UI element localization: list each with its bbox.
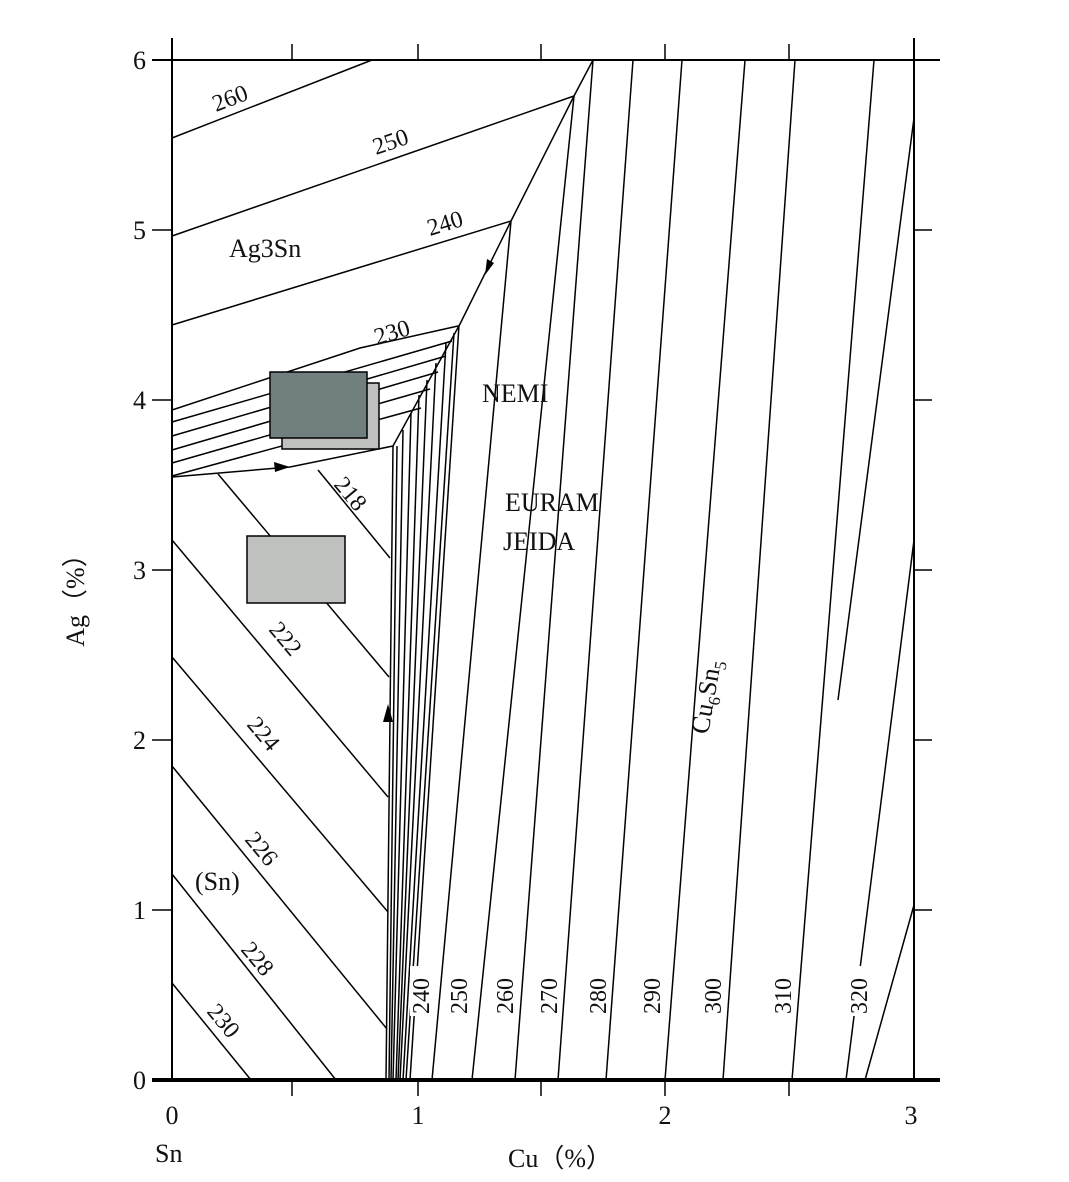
isotherm-label: 230 — [201, 999, 244, 1043]
label-halo — [448, 966, 470, 1016]
jeida-composition-box — [246, 535, 346, 604]
isotherm-cu6sn5-fan — [397, 379, 428, 1081]
sn-ag3sn-valley — [171, 445, 394, 478]
isotherm-cu6sn5-fan — [399, 362, 437, 1081]
cu6sn5-isotherm-labels: 240 250 260 270 280 290 300 310 320 — [409, 966, 873, 1016]
eutectic-valleys — [171, 59, 594, 1081]
label-halo — [587, 966, 609, 1016]
isotherm-label: 230 — [371, 315, 413, 350]
isotherm-label: 270 — [537, 978, 563, 1014]
isotherm-240-cu6sn5 — [431, 220, 512, 1081]
isotherm-cu6sn5-fan — [390, 429, 404, 1081]
y-tick-labels: 0 1 2 3 4 5 6 — [133, 46, 146, 1095]
plot-frame — [152, 38, 940, 1082]
isotherm-label: 280 — [586, 978, 612, 1014]
label-halo — [772, 966, 794, 1016]
isotherm-250-cu6sn5 — [471, 95, 575, 1081]
ag3sn-region-label: Ag3Sn — [229, 234, 301, 263]
x-tick-labels: 0 1 2 3 — [166, 1101, 918, 1130]
y-tick-label: 5 — [133, 216, 146, 245]
isotherm-label: 222 — [263, 617, 306, 661]
isotherm-cu6sn5-fan — [405, 332, 455, 1081]
isotherm-310-cu6sn5 — [791, 59, 875, 1081]
x-tick-label: 2 — [659, 1101, 672, 1130]
x-tick-label: 3 — [905, 1101, 918, 1130]
isotherm-222 — [171, 539, 389, 798]
valley-arrow-icon — [274, 462, 290, 472]
isotherm-270-cu6sn5 — [557, 59, 634, 1081]
label-halo — [641, 966, 663, 1016]
isotherm-228 — [171, 873, 337, 1081]
isotherm-280-cu6sn5 — [605, 59, 683, 1081]
y-tick-label: 1 — [133, 896, 146, 925]
y-tick-label: 4 — [133, 386, 146, 415]
y-tick-label: 0 — [133, 1066, 146, 1095]
cu6sn5-region-label: Cu6Sn5 — [685, 657, 730, 736]
label-halo — [494, 966, 516, 1016]
nemi-label: NEMI — [482, 379, 548, 408]
isotherm-label: 218 — [328, 472, 371, 516]
isotherm-label: 250 — [447, 978, 473, 1014]
isotherm-300-cu6sn5 — [722, 59, 796, 1081]
tick-marks — [152, 44, 932, 1096]
isotherm-260-cu6sn5 — [514, 59, 594, 1081]
label-halo — [538, 966, 560, 1016]
isotherm-224 — [171, 656, 389, 913]
isotherm-label: 228 — [235, 937, 278, 981]
jeida-label: JEIDA — [503, 527, 575, 556]
isotherm-cu6sn5-fan — [388, 445, 398, 1081]
sn-region-label: (Sn) — [195, 867, 240, 896]
isotherm-320-cu6sn5 — [864, 904, 915, 1081]
isotherm-340-cu6sn5 — [837, 117, 915, 701]
isotherm-label: 320 — [847, 978, 873, 1014]
nemi-composition-box — [269, 371, 368, 439]
isotherm-260-ag3sn — [171, 59, 373, 139]
valley-arrow-icon — [485, 259, 494, 275]
origin-label: Sn — [155, 1139, 182, 1168]
isotherm-label: 300 — [701, 978, 727, 1014]
isotherm-cu6sn5-fan — [409, 324, 460, 1081]
isotherm-label: 240 — [409, 978, 435, 1014]
y-tick-label: 6 — [133, 46, 146, 75]
label-halo — [848, 966, 870, 1016]
isotherm-label: 224 — [241, 712, 284, 756]
label-halo — [702, 966, 724, 1016]
y-axis-title: Ag（%） — [61, 541, 90, 646]
isotherm-cu6sn5-fan — [395, 394, 420, 1081]
x-axis-title: Cu（%） — [508, 1144, 612, 1173]
isotherm-230-ag3sn — [171, 325, 459, 411]
isotherm-230-sn — [171, 982, 252, 1081]
x-tick-label: 0 — [166, 1101, 179, 1130]
isotherm-240-ag3sn — [171, 220, 512, 326]
sn-cu6sn5-valley — [385, 445, 394, 1081]
isotherm-290-cu6sn5 — [664, 59, 746, 1081]
valley-arrow-icon — [383, 704, 393, 722]
isotherm-label: 260 — [209, 80, 252, 117]
isotherm-218 — [317, 469, 391, 559]
y-tick-label: 2 — [133, 726, 146, 755]
isotherm-label: 290 — [640, 978, 666, 1014]
cu6sn5-isotherms — [388, 59, 915, 1081]
euram-label: EURAM — [505, 488, 599, 517]
isotherm-226 — [171, 765, 388, 1030]
composition-boxes — [246, 371, 380, 604]
x-tick-label: 1 — [412, 1101, 425, 1130]
label-halo — [410, 966, 432, 1016]
isotherm-label: 260 — [493, 978, 519, 1014]
isotherm-250-ag3sn — [171, 95, 575, 237]
isotherm-cu6sn5-fan — [402, 342, 447, 1081]
y-tick-label: 3 — [133, 556, 146, 585]
isotherm-label: 226 — [239, 827, 282, 871]
isotherm-cu6sn5-fan — [392, 412, 412, 1081]
isotherm-label: 310 — [771, 978, 797, 1014]
